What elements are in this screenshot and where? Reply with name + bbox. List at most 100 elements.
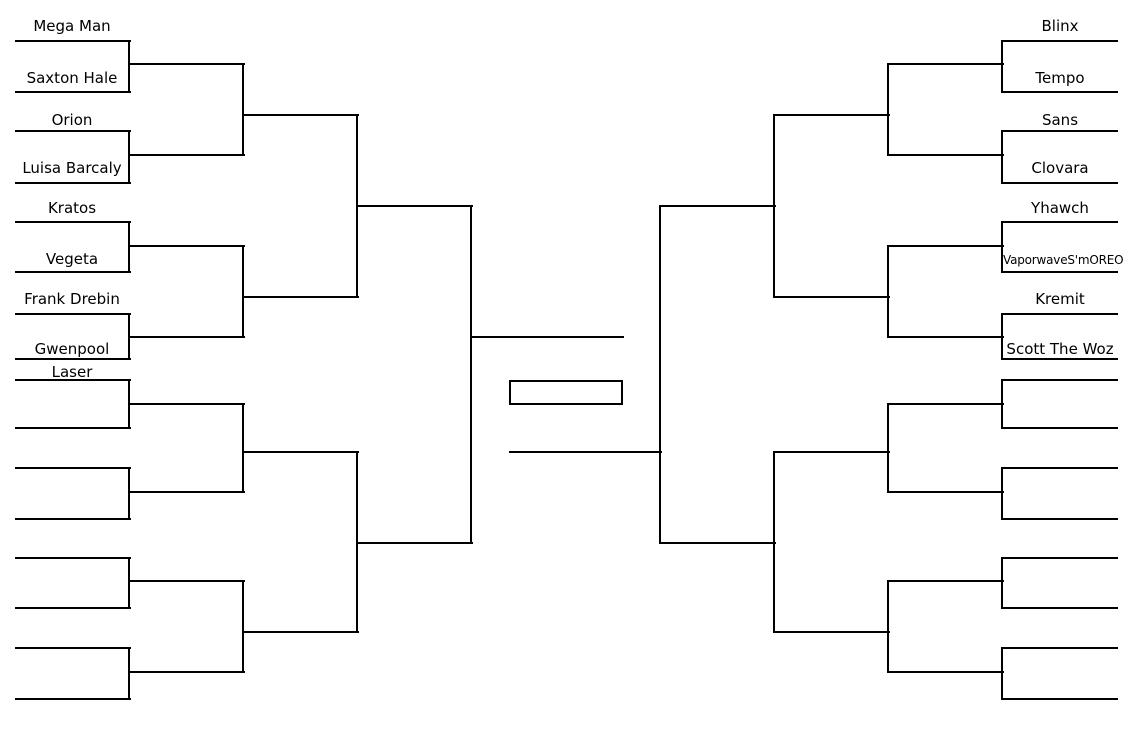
round1-slot-line	[1002, 607, 1118, 609]
round1-connector	[128, 557, 130, 609]
round1-slot-line	[1002, 698, 1118, 700]
round2-connector	[887, 63, 889, 156]
round1-slot-line	[15, 518, 131, 520]
round4-slot-line	[357, 542, 473, 544]
round1-slot-line	[15, 358, 131, 360]
competitor-name: Yhawch	[1031, 199, 1089, 217]
round2-slot-line	[129, 336, 245, 338]
round4-connector	[470, 205, 472, 544]
competitor-name: Blinx	[1041, 17, 1079, 35]
competitor-name: Luisa Barcaly	[22, 159, 122, 177]
round1-slot-line	[1002, 130, 1118, 132]
round1-slot-line	[15, 313, 131, 315]
round1-connector	[1001, 40, 1003, 93]
round1-slot-line	[1002, 427, 1118, 429]
round2-slot-line	[888, 580, 1004, 582]
round1-connector	[128, 647, 130, 700]
competitor-name: Frank Drebin	[24, 290, 120, 308]
round1-slot-line	[15, 467, 131, 469]
round2-connector	[887, 580, 889, 673]
round2-slot-line	[129, 580, 245, 582]
round3-slot-line	[774, 451, 890, 453]
round3-slot-line	[243, 296, 359, 298]
round1-connector	[128, 221, 130, 273]
round1-connector	[1001, 221, 1003, 273]
round4-slot-line	[660, 542, 776, 544]
round4-slot-line	[357, 205, 473, 207]
competitor-name: Saxton Hale	[26, 69, 118, 87]
round1-slot-line	[15, 698, 131, 700]
competitor-name: Gwenpool	[34, 340, 110, 358]
round1-slot-line	[15, 130, 131, 132]
round2-connector	[242, 63, 244, 156]
round2-slot-line	[129, 491, 245, 493]
round2-connector	[242, 403, 244, 493]
competitor-name: Mega Man	[33, 17, 111, 35]
round1-slot-line	[1002, 647, 1118, 649]
round1-slot-line	[1002, 467, 1118, 469]
round1-connector	[128, 40, 130, 93]
finalist-slot-line	[471, 336, 624, 338]
round1-connector	[1001, 647, 1003, 700]
round2-slot-line	[888, 245, 1004, 247]
round1-slot-line	[15, 182, 131, 184]
champion-box	[509, 380, 623, 405]
round1-slot-line	[15, 91, 131, 93]
round1-slot-line	[1002, 358, 1118, 360]
round2-slot-line	[888, 63, 1004, 65]
competitor-name: Vegeta	[45, 250, 99, 268]
competitor-name: Clovara	[1031, 159, 1089, 177]
round2-slot-line	[888, 154, 1004, 156]
round1-slot-line	[1002, 518, 1118, 520]
round3-slot-line	[774, 631, 890, 633]
round1-slot-line	[15, 221, 131, 223]
round1-slot-line	[1002, 313, 1118, 315]
round2-connector	[242, 580, 244, 673]
round1-slot-line	[1002, 91, 1118, 93]
competitor-name: Tempo	[1035, 69, 1085, 87]
competitor-name: Laser	[51, 363, 93, 381]
round1-connector	[128, 130, 130, 184]
finalist-slot-line	[509, 451, 662, 453]
round1-slot-line	[1002, 40, 1118, 42]
round4-connector	[659, 205, 661, 544]
round1-slot-line	[15, 647, 131, 649]
round2-connector	[242, 245, 244, 338]
round3-slot-line	[243, 631, 359, 633]
round1-slot-line	[15, 557, 131, 559]
round1-slot-line	[15, 40, 131, 42]
round1-connector	[1001, 557, 1003, 609]
round3-slot-line	[243, 451, 359, 453]
round1-slot-line	[1002, 221, 1118, 223]
round1-slot-line	[1002, 557, 1118, 559]
round1-slot-line	[1002, 379, 1118, 381]
round2-slot-line	[129, 245, 245, 247]
round1-connector	[1001, 467, 1003, 520]
competitor-name: VaporwaveS'mOREO	[1003, 253, 1124, 267]
competitor-name: Kremit	[1035, 290, 1085, 308]
round3-slot-line	[774, 114, 890, 116]
round1-connector	[1001, 130, 1003, 184]
round2-connector	[887, 403, 889, 493]
round4-slot-line	[660, 205, 776, 207]
round1-slot-line	[1002, 271, 1118, 273]
round2-slot-line	[129, 671, 245, 673]
round3-slot-line	[774, 296, 890, 298]
round2-slot-line	[888, 403, 1004, 405]
competitor-name: Scott The Woz	[1006, 340, 1114, 358]
round2-slot-line	[888, 671, 1004, 673]
competitor-name: Kratos	[47, 199, 97, 217]
round2-connector	[887, 245, 889, 338]
round1-slot-line	[15, 607, 131, 609]
round2-slot-line	[129, 403, 245, 405]
round2-slot-line	[129, 63, 245, 65]
round2-slot-line	[129, 154, 245, 156]
round2-slot-line	[888, 336, 1004, 338]
round1-connector	[128, 467, 130, 520]
round1-slot-line	[1002, 182, 1118, 184]
competitor-name: Orion	[51, 111, 93, 129]
round1-slot-line	[15, 379, 131, 381]
competitor-name: Sans	[1041, 111, 1079, 129]
round1-slot-line	[15, 427, 131, 429]
